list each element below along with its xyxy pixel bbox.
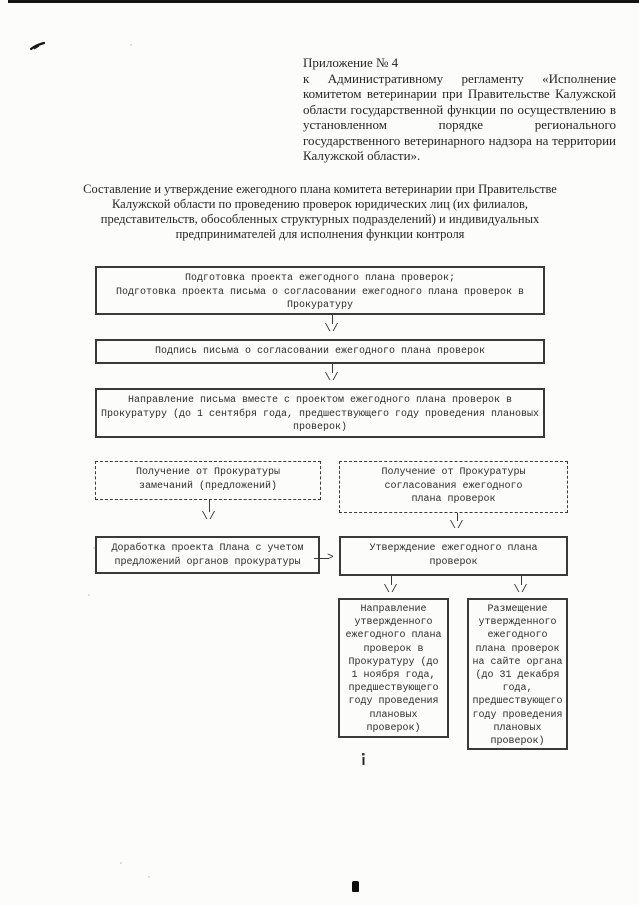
pen-scribble-mark xyxy=(29,38,46,56)
down-arrow-glyph: \/ xyxy=(324,323,340,335)
down-arrow-line xyxy=(520,576,522,585)
scan-speck xyxy=(93,547,95,549)
scan-edge-line xyxy=(8,0,639,3)
down-arrow-line xyxy=(390,576,392,585)
right-arrow-glyph: > xyxy=(327,552,334,564)
scan-speck xyxy=(88,594,90,596)
flow-box-approve-plan: Утверждение ежегодного плана проверок xyxy=(339,536,568,576)
appendix-number: Приложение № 4 xyxy=(303,55,399,70)
down-arrow-line xyxy=(331,315,333,324)
right-arrow-line xyxy=(314,557,329,559)
right-arrow: > xyxy=(314,551,340,565)
scan-ink-speck xyxy=(360,753,366,771)
flow-box-publish-plan: Размещение утвержденного ежегодного план… xyxy=(467,598,568,750)
document-title: Составление и утверждение ежегодного пла… xyxy=(83,182,557,241)
flow-box-receive-approval: Получение от Прокуратуры согласования еж… xyxy=(339,461,568,513)
down-arrow-glyph: \/ xyxy=(449,520,465,532)
scan-speck xyxy=(130,44,132,46)
flow-box-sign-letter: Подпись письма о согласовании ежегодного… xyxy=(95,339,545,364)
down-arrow: \/ xyxy=(510,576,532,596)
down-arrow-glyph: \/ xyxy=(324,372,340,384)
scan-ink-blob xyxy=(352,881,359,892)
down-arrow: \/ xyxy=(321,315,343,335)
down-arrow-glyph: \/ xyxy=(201,511,217,523)
regulation-reference: к Административному регламенту «Исполнен… xyxy=(303,70,616,164)
flow-box-prepare-plan: Подготовка проекта ежегодного плана пров… xyxy=(95,266,545,315)
flow-box-receive-remarks: Получение от Прокуратуры замечаний (пред… xyxy=(95,461,321,500)
down-arrow: \/ xyxy=(380,576,402,596)
down-arrow: \/ xyxy=(321,364,343,384)
down-arrow: \/ xyxy=(446,513,468,532)
down-arrow-line xyxy=(208,500,210,512)
down-arrow-glyph: \/ xyxy=(383,584,399,596)
down-arrow-line xyxy=(456,513,458,521)
down-arrow-glyph: \/ xyxy=(513,584,529,596)
down-arrow-line xyxy=(331,364,333,373)
flow-box-send-letter: Направление письма вместе с проектом еже… xyxy=(95,388,545,438)
down-arrow: \/ xyxy=(198,500,220,523)
scan-speck xyxy=(148,876,150,878)
scan-speck xyxy=(120,862,122,864)
flow-box-revise-plan: Доработка проекта Плана с учетом предлож… xyxy=(95,536,320,574)
flow-box-send-approved-plan: Направление утвержденного ежегодного пла… xyxy=(338,598,449,738)
document-header: Приложение № 4 к Административному регла… xyxy=(303,55,616,164)
